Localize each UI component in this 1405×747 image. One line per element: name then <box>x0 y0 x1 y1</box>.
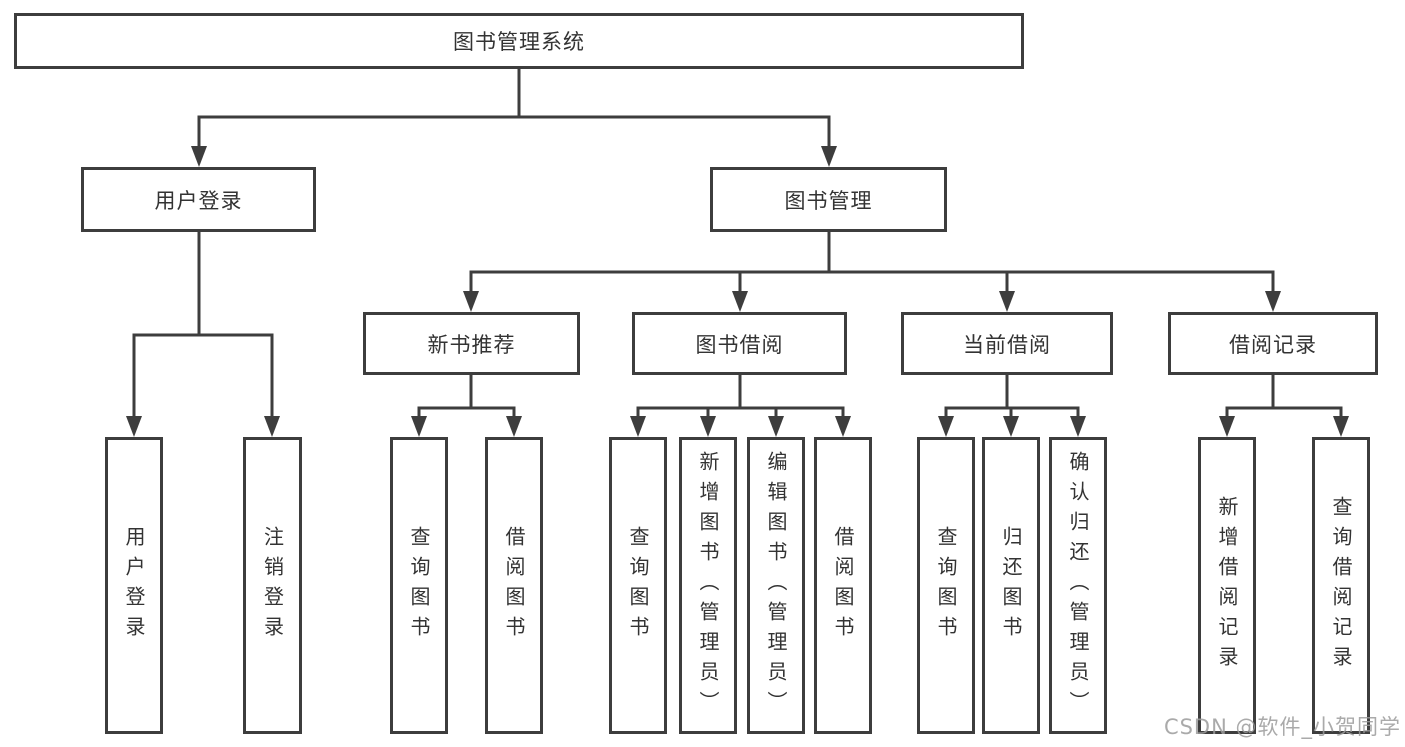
arrowhead-br-query <box>1333 416 1349 437</box>
node-label: 新书推荐 <box>427 332 516 357</box>
node-label: 查询图书 <box>934 525 958 646</box>
leaf-bb-borrow-books: 借阅图书 <box>814 437 872 734</box>
connector-records-bracket <box>1225 406 1343 419</box>
node-current-borrowing: 当前借阅 <box>901 312 1113 375</box>
node-label: 当前借阅 <box>963 332 1051 357</box>
arrowhead-bb-add <box>700 416 716 437</box>
leaf-cb-return-books: 归还图书 <box>982 437 1040 734</box>
arrowhead-cb-query <box>938 416 954 437</box>
connector-newbook-bracket <box>417 406 516 419</box>
leaf-cb-query-books: 查询图书 <box>917 437 975 734</box>
arrowhead-bb-borrow <box>835 416 851 437</box>
node-label: 确认归还（管理员） <box>1066 450 1090 721</box>
connector-bookborrow-bracket <box>636 406 845 419</box>
leaf-nb-query-books: 查询图书 <box>390 437 448 734</box>
arrowhead-cb-return <box>1003 416 1019 437</box>
arrowhead-book-management <box>821 146 837 167</box>
leaf-bb-query-books: 查询图书 <box>609 437 667 734</box>
node-label: 新增借阅记录 <box>1215 495 1239 676</box>
arrowhead-user-login <box>191 146 207 167</box>
node-book-management: 图书管理 <box>710 167 947 232</box>
arrowhead-nb-borrow <box>506 416 522 437</box>
csdn-watermark: CSDN @软件_小贺同学 <box>1163 715 1401 739</box>
leaf-nb-borrow-books: 借阅图书 <box>485 437 543 734</box>
node-borrowing-records: 借阅记录 <box>1168 312 1378 375</box>
arrowhead-current-borrow <box>999 291 1015 312</box>
leaf-br-query-borrow-record: 查询借阅记录 <box>1312 437 1370 734</box>
node-label: 图书管理 <box>784 188 873 213</box>
node-label: 查询图书 <box>407 525 431 646</box>
arrowhead-bb-query <box>630 416 646 437</box>
leaf-bb-add-books-admin: 新增图书（管理员） <box>679 437 737 734</box>
arrowhead-logout-leaf <box>264 416 280 437</box>
node-label: 借阅图书 <box>502 525 526 646</box>
node-user-login: 用户登录 <box>81 167 316 232</box>
leaf-logout: 注销登录 <box>243 437 302 734</box>
node-label: 归还图书 <box>999 525 1023 646</box>
node-library-system: 图书管理系统 <box>14 13 1024 69</box>
node-label: 用户登录 <box>122 525 146 646</box>
node-label: 用户登录 <box>154 188 243 213</box>
arrowhead-br-add <box>1219 416 1235 437</box>
leaf-cb-confirm-return-admin: 确认归还（管理员） <box>1049 437 1107 734</box>
node-label: 借阅图书 <box>831 525 855 646</box>
connector-userlogin-bracket <box>132 333 274 419</box>
node-label: 借阅记录 <box>1229 332 1317 357</box>
node-label: 注销登录 <box>260 525 285 646</box>
arrowhead-borrow-records <box>1265 291 1281 312</box>
node-label: 图书管理系统 <box>453 30 585 54</box>
connector-bookmgmt-bracket <box>469 270 1275 294</box>
leaf-user-login: 用户登录 <box>105 437 163 734</box>
node-label: 查询图书 <box>626 525 650 646</box>
node-new-book-recommendation: 新书推荐 <box>363 312 580 375</box>
node-book-borrowing: 图书借阅 <box>632 312 847 375</box>
leaf-bb-edit-books-admin: 编辑图书（管理员） <box>747 437 805 734</box>
arrowhead-cb-confirm <box>1070 416 1086 437</box>
node-label: 图书借阅 <box>695 332 784 357</box>
node-label: 编辑图书（管理员） <box>764 450 788 721</box>
arrowhead-user-login-leaf <box>126 416 142 437</box>
arrowhead-bb-edit <box>768 416 784 437</box>
arrowhead-nb-query <box>411 416 427 437</box>
arrowhead-new-book <box>463 291 479 312</box>
leaf-br-add-borrow-record: 新增借阅记录 <box>1198 437 1256 734</box>
node-label: 新增图书（管理员） <box>696 450 720 721</box>
node-label: 查询借阅记录 <box>1329 495 1353 676</box>
connector-root-bracket <box>197 115 831 149</box>
arrowhead-book-borrow <box>732 291 748 312</box>
